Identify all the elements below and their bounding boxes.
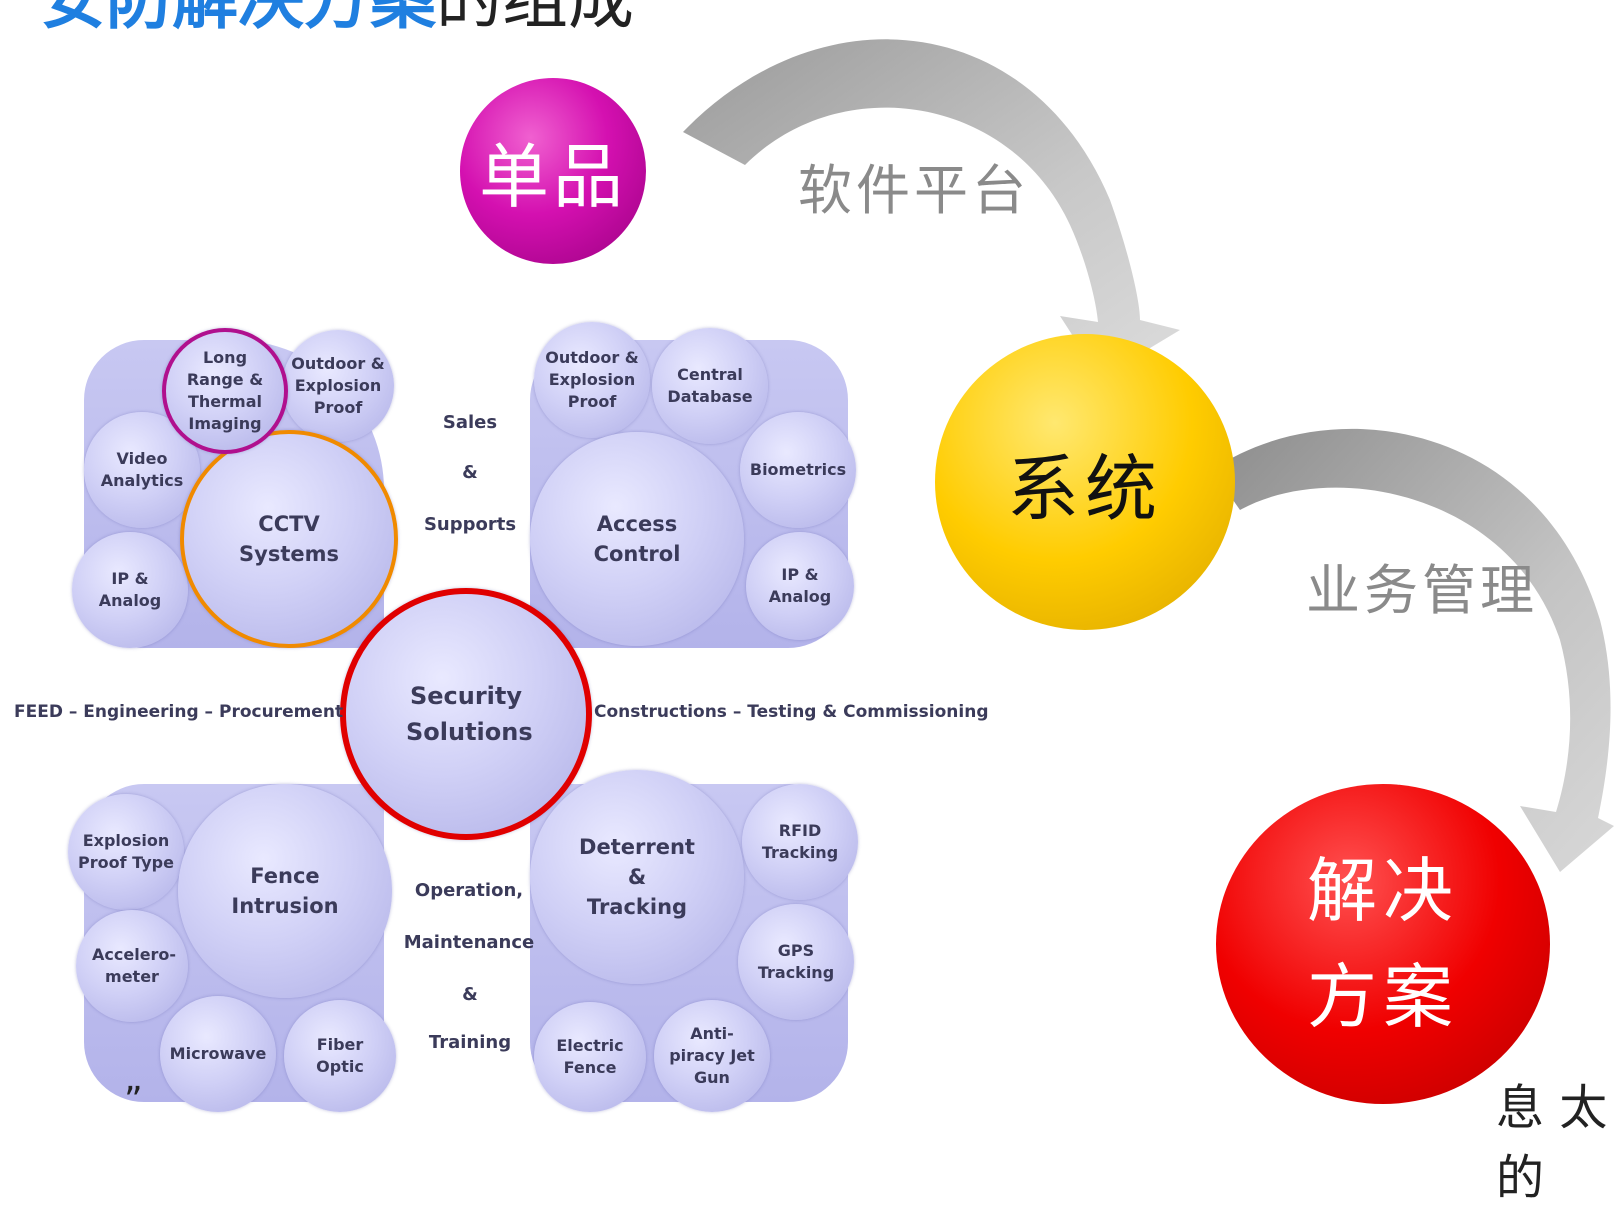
access-biometrics-bubble: Biometrics [740, 412, 856, 528]
deterrent-rfid-bubble: RFID Tracking [742, 784, 858, 900]
security-solutions-bubble: Security Solutions [340, 588, 592, 840]
operation-text-4: Training [428, 1032, 512, 1053]
product-label: 单品 [479, 135, 627, 218]
access-outdoor-bubble: Outdoor & Explosion Proof [534, 322, 650, 438]
access-ip-analog-bubble: IP & Analog [746, 532, 854, 640]
deterrent-electric-fence-bubble: Electric Fence [534, 1002, 646, 1112]
sales-text-3: Supports [423, 514, 517, 535]
title-highlight: 安防解决方案 [40, 0, 436, 38]
title-rest: 的组成 [436, 0, 634, 38]
cctv-video-analytics-bubble: Video Analytics [84, 412, 200, 528]
system-label: 系统 [1006, 446, 1163, 531]
fence-explosion-bubble: Explosion Proof Type [68, 794, 184, 910]
deterrent-tracking-bubble: Deterrent & Tracking [530, 770, 744, 984]
fence-intrusion-bubble: Fence Intrusion [178, 784, 392, 998]
curved-arrow-icon [683, 39, 1614, 872]
arrow-product-to-system [683, 39, 1180, 379]
operation-text-3: & [462, 984, 478, 1005]
constructions-text: Constructions – Testing & Commissioning [594, 702, 989, 722]
page-tick-mark: ” [124, 1080, 143, 1121]
solution-label-line1: 解决 [1307, 850, 1459, 932]
logo-watermark: 息 太 的 [1496, 1080, 1608, 1206]
access-database-bubble: Central Database [652, 328, 768, 444]
product-ball: 单品 [460, 78, 646, 264]
step1-label: 软件平台 [798, 159, 1030, 222]
operation-text-1: Operation, [414, 880, 524, 901]
solution-ball: 解决 方案 [1216, 784, 1550, 1104]
deterrent-gps-bubble: GPS Tracking [738, 904, 854, 1020]
operation-text-2: Maintenance [403, 932, 535, 953]
arrow-system-to-solution [1212, 428, 1614, 872]
fence-accelerometer-bubble: Accelero-meter [76, 910, 188, 1022]
access-control-bubble: Access Control [530, 432, 744, 646]
sales-text-2: & [462, 462, 478, 483]
cctv-ip-analog-bubble: IP & Analog [72, 532, 188, 648]
fence-microwave-bubble: Microwave [160, 996, 276, 1112]
cctv-systems-bubble: CCTV Systems [180, 430, 398, 648]
step2-label: 业务管理 [1306, 559, 1538, 622]
cctv-long-range-bubble: Long Range & Thermal Imaging [162, 328, 288, 454]
page-title: 安防解决方案的组成 [40, 0, 634, 40]
system-ball: 系统 [935, 334, 1235, 630]
fence-fiber-optic-bubble: Fiber Optic [284, 1000, 396, 1112]
solution-label-line2: 方案 [1307, 956, 1459, 1038]
sales-text-1: Sales [442, 412, 498, 433]
deterrent-antipiracy-bubble: Anti-piracy Jet Gun [654, 1000, 770, 1112]
cctv-outdoor-bubble: Outdoor & Explosion Proof [282, 330, 394, 442]
feed-text: FEED – Engineering – Procurement [14, 702, 344, 722]
